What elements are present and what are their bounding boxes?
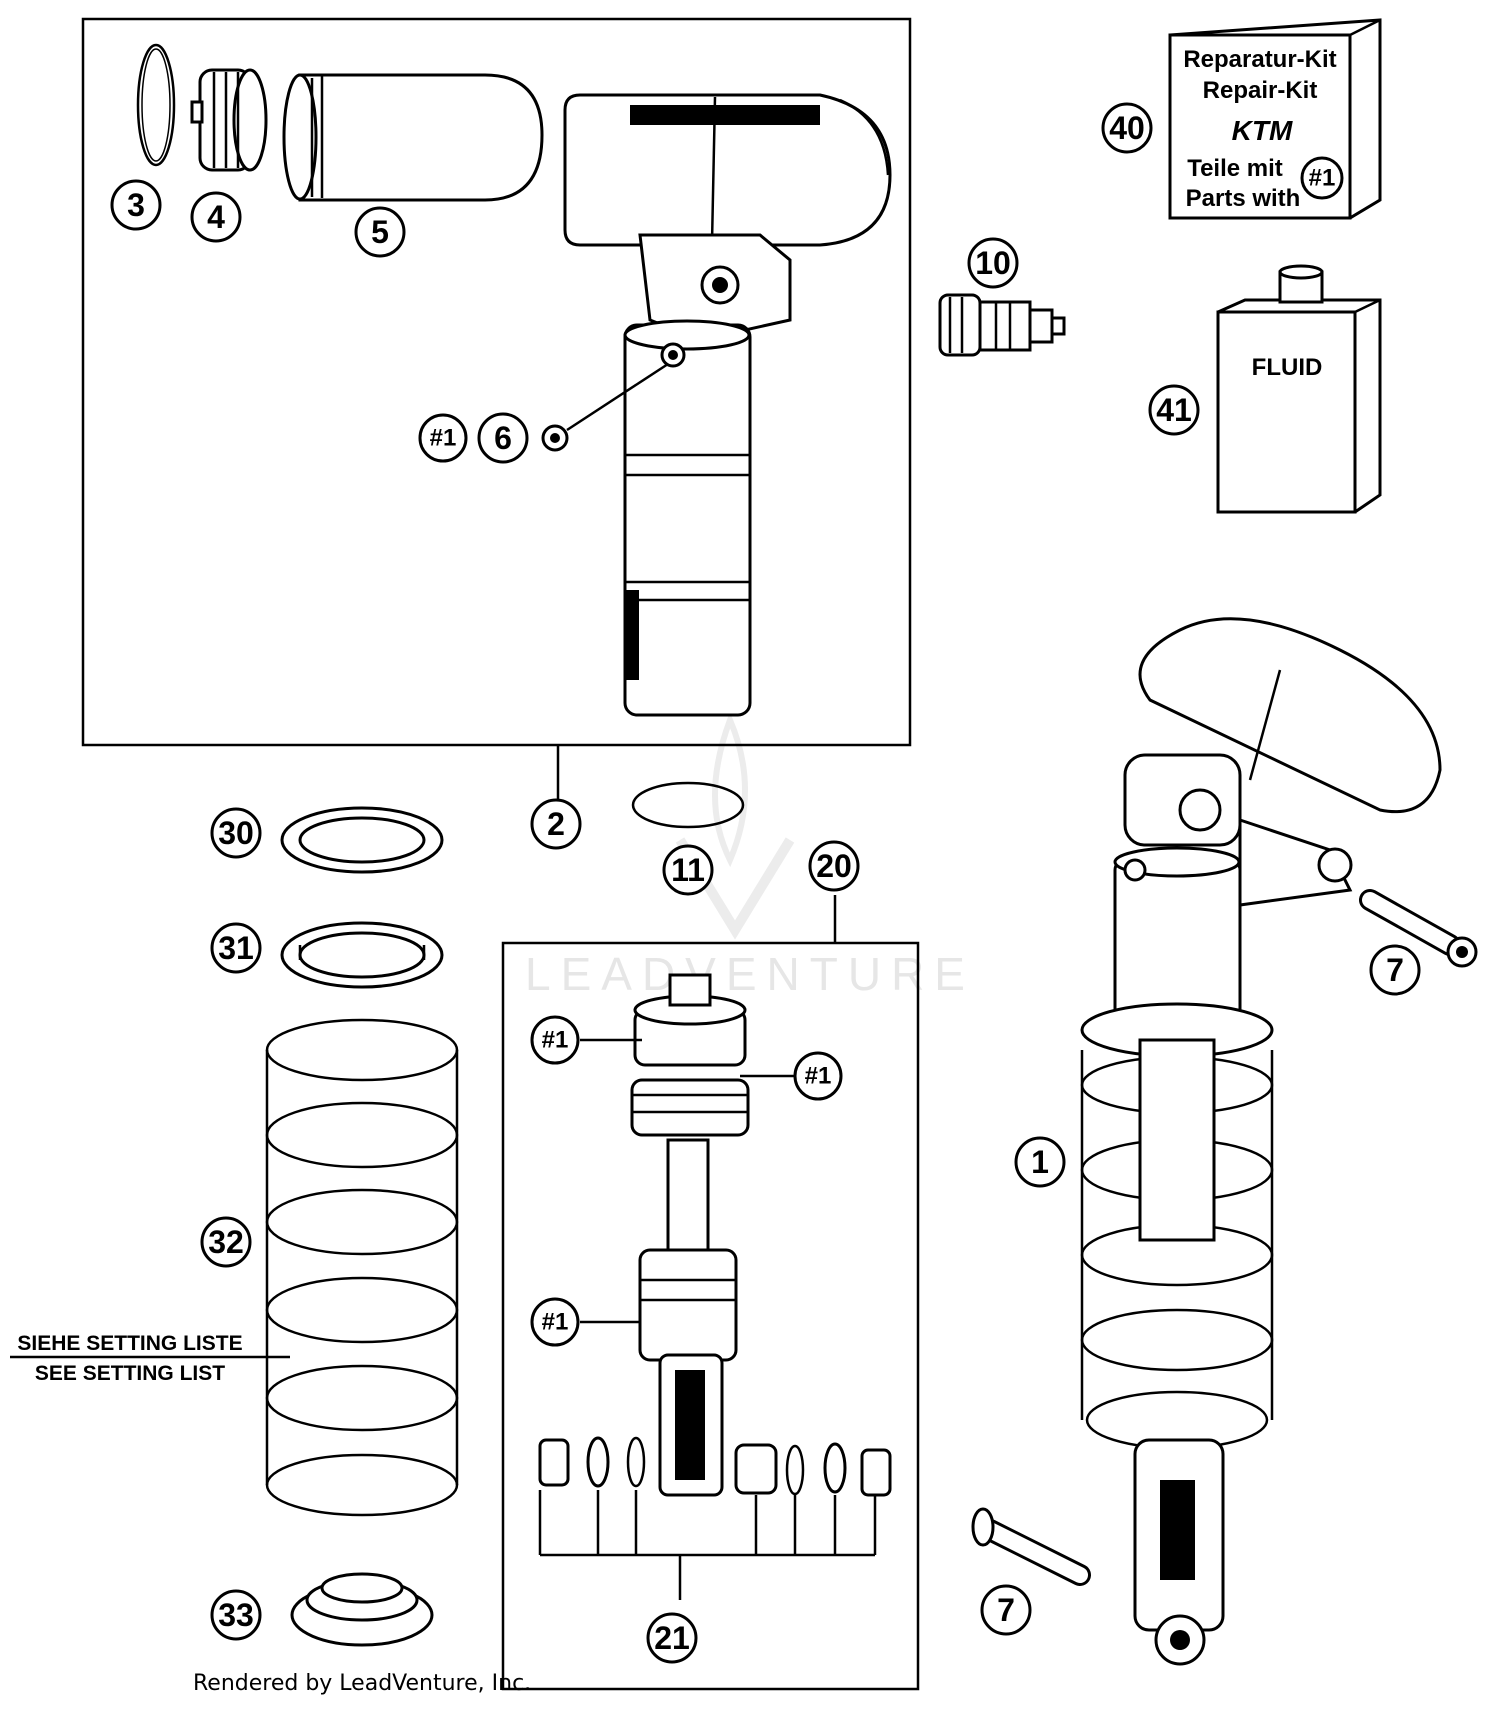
fluid-label: FLUID — [1252, 354, 1323, 381]
bushing-shim-set — [538, 1436, 892, 1600]
repair-kit-line-3: Teile mit — [1187, 155, 1283, 182]
callout-item-2: 2 — [530, 798, 582, 850]
svg-text:40: 40 — [1109, 110, 1145, 146]
leadventure-watermark: LEADVENTURE — [525, 711, 975, 1000]
fluid-bottle: FLUID — [1216, 264, 1382, 514]
shock-body-assembly — [563, 93, 892, 717]
svg-text:7: 7 — [997, 1592, 1015, 1628]
check-ball — [541, 362, 669, 452]
svg-text:30: 30 — [218, 815, 254, 851]
hash-marker-lower: #1 — [530, 1297, 580, 1347]
adjuster-valve — [938, 293, 1066, 357]
callout-item-10: 10 — [967, 237, 1019, 289]
ktm-logo-text: KTM — [1232, 115, 1293, 146]
frame-box-item-20 — [501, 941, 920, 1691]
hash-marker-upper-right: #1 — [793, 1051, 843, 1101]
callout-item-7-upper: 7 — [1369, 944, 1421, 996]
svg-text:11: 11 — [671, 852, 705, 888]
circlip-ring — [136, 43, 176, 167]
repair-kit-marker: #1 — [1309, 165, 1336, 192]
spring-seat-lower — [280, 921, 444, 989]
reservoir-cap — [190, 68, 268, 172]
callout-item-40: 40 — [1101, 102, 1153, 154]
svg-text:#1: #1 — [430, 425, 457, 452]
callout-item-3: 3 — [110, 179, 162, 231]
callout-item-20: 20 — [808, 840, 860, 892]
spring-seat-upper — [280, 806, 444, 874]
coil-spring — [265, 1018, 459, 1517]
svg-text:10: 10 — [975, 245, 1011, 281]
mounting-bolt-upper — [1359, 889, 1478, 968]
svg-text:31: 31 — [218, 930, 254, 966]
callout-item-21: 21 — [646, 1612, 698, 1664]
callout-item-11: 11 — [662, 844, 714, 896]
callout-item-1: 1 — [1014, 1136, 1066, 1188]
svg-text:3: 3 — [127, 187, 145, 223]
callout-item-32: 32 — [200, 1216, 252, 1268]
svg-text:#1: #1 — [542, 1027, 569, 1054]
shock-absorber-complete — [1080, 617, 1442, 1666]
callout-item-6: 6 — [477, 412, 529, 464]
svg-text:1: 1 — [1031, 1144, 1049, 1180]
svg-text:#1: #1 — [805, 1063, 832, 1090]
o-ring — [631, 781, 745, 829]
svg-text:41: 41 — [1156, 392, 1192, 428]
callout-item-5: 5 — [354, 206, 406, 258]
svg-text:6: 6 — [494, 420, 512, 456]
render-credit: Rendered by LeadVenture, Inc. — [193, 1671, 531, 1696]
svg-text:32: 32 — [208, 1224, 244, 1260]
setting-note: SIEHE SETTING LISTE SEE SETTING LIST — [10, 1332, 290, 1385]
callout-item-4: 4 — [190, 191, 242, 243]
frame-box-item-2 — [81, 17, 912, 747]
callout-item-41: 41 — [1148, 384, 1200, 436]
setting-note-line-2: SEE SETTING LIST — [35, 1362, 225, 1385]
callout-item-7-lower: 7 — [980, 1584, 1032, 1636]
spring-retainer — [290, 1572, 434, 1647]
repair-kit-line-1: Reparatur-Kit — [1183, 46, 1336, 73]
svg-text:#1: #1 — [542, 1309, 569, 1336]
reservoir-bladder — [282, 73, 544, 202]
watermark-text: LEADVENTURE — [525, 948, 975, 1000]
repair-kit-line-2: Repair-Kit — [1203, 77, 1318, 104]
svg-text:7: 7 — [1386, 952, 1404, 988]
callout-item-30: 30 — [210, 807, 262, 859]
piston-rod-assembly — [630, 973, 750, 1497]
svg-text:20: 20 — [816, 848, 852, 884]
repair-kit-line-4: Parts with — [1186, 185, 1301, 212]
svg-text:21: 21 — [654, 1620, 690, 1656]
mounting-bolt-lower — [971, 1507, 1091, 1586]
svg-text:33: 33 — [218, 1597, 254, 1633]
repair-kit-box: Reparatur-Kit Repair-Kit KTM Teile mit P… — [1168, 18, 1382, 220]
svg-text:5: 5 — [371, 214, 389, 250]
setting-note-line-1: SIEHE SETTING LISTE — [17, 1332, 242, 1355]
hash-marker-upper-left: #1 — [530, 1015, 580, 1065]
svg-text:4: 4 — [207, 199, 225, 235]
hash-marker-item-6: #1 — [418, 413, 468, 463]
svg-text:2: 2 — [547, 806, 565, 842]
callout-item-33: 33 — [210, 1589, 262, 1641]
callout-item-31: 31 — [210, 922, 262, 974]
